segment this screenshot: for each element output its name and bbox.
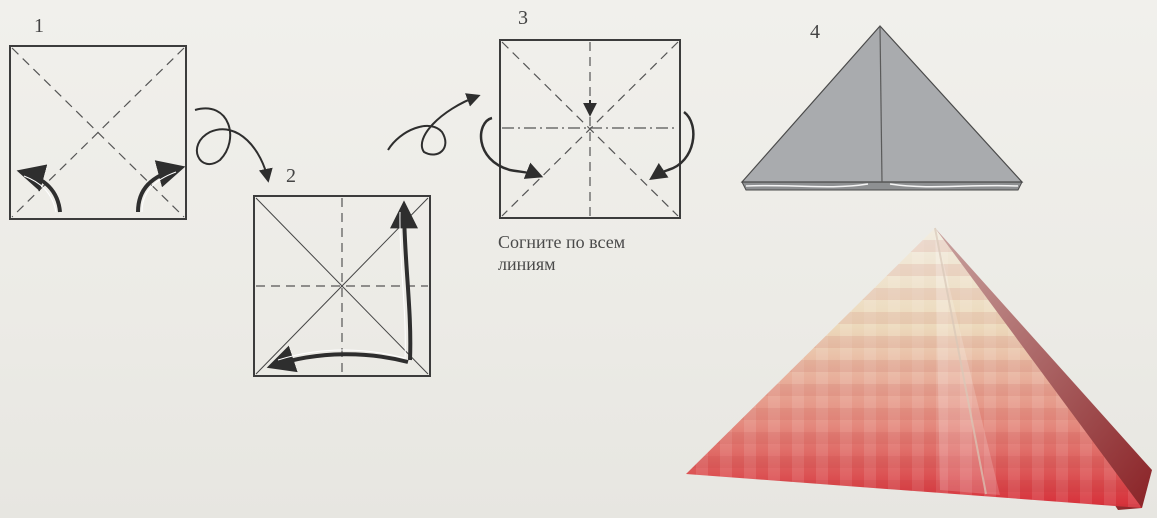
turn-over-icon [387,93,481,156]
fold-arrow-icon [479,116,544,179]
step-number-4: 4 [810,21,820,43]
step-number-3: 3 [518,7,528,29]
fold-arrow-icon [136,160,186,213]
crease-arrow-icon [266,345,409,373]
turn-over-icon [194,107,273,183]
step-4-folded-triangle [740,25,1024,191]
caption-line-1: Согните по всем [498,232,626,252]
step-number-1: 1 [34,15,44,37]
step-1-square [9,45,187,220]
caption-line-2: линиям [498,254,556,274]
step-3-caption: Согните по всем линиям [498,231,688,275]
fold-arrow-icon [649,111,695,180]
crease-arrow-icon [390,200,419,361]
step-3-square [499,39,681,219]
finished-pyramid-photo [686,227,1152,510]
step-number-2: 2 [286,165,296,187]
fold-arrow-icon [16,164,62,213]
